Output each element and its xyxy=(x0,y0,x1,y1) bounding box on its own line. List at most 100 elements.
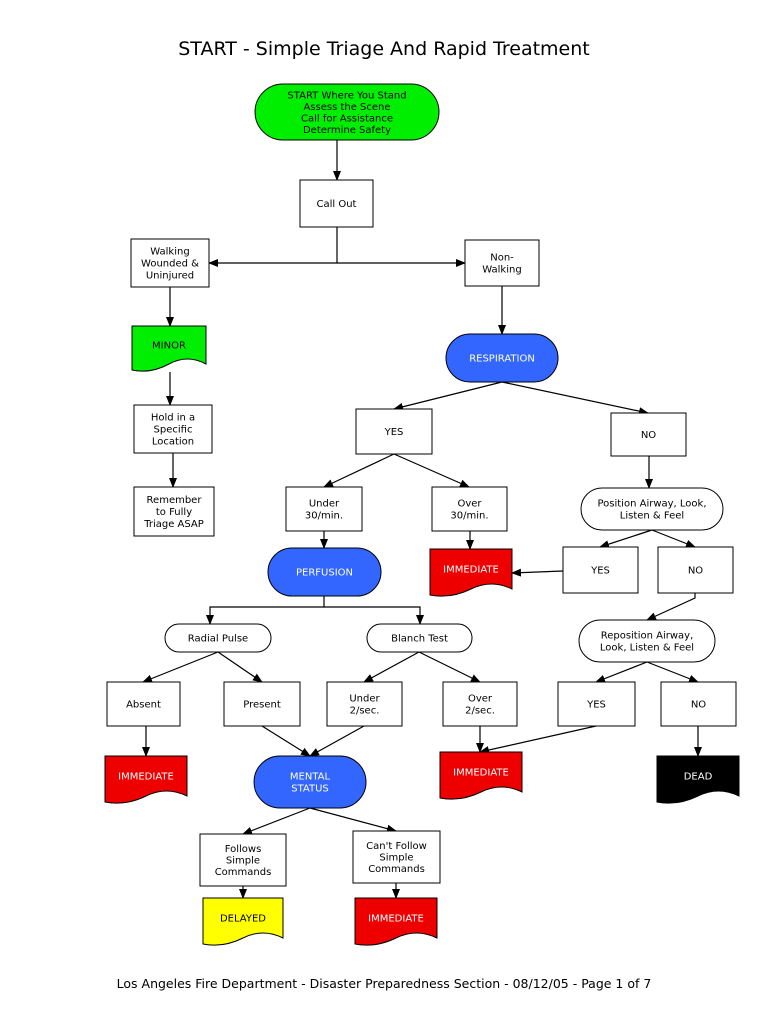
immediate-absent-node: IMMEDIATE xyxy=(104,755,188,804)
mental-status-label: MENTAL xyxy=(290,772,331,783)
hold-label: Specific xyxy=(154,425,193,436)
page-footer: Los Angeles Fire Department - Disaster P… xyxy=(116,976,652,991)
pos-no-node: NO xyxy=(657,546,734,594)
reposition-airway-node: Reposition Airway,Look, Listen & Feel xyxy=(578,619,716,663)
connector-arrow xyxy=(599,529,653,549)
start-label: Determine Safety xyxy=(303,125,391,136)
connector-arrow xyxy=(323,453,395,488)
connector-arrow xyxy=(501,381,649,416)
immediate-over2-node: IMMEDIATE xyxy=(439,751,523,800)
present-node: Present xyxy=(223,681,301,727)
start-label: START Where You Stand xyxy=(287,90,406,101)
call-out-node: Call Out xyxy=(299,179,374,228)
delayed-label: DELAYED xyxy=(220,914,266,925)
immediate-absent-label: IMMEDIATE xyxy=(118,772,174,783)
under30-label: 30/min. xyxy=(305,511,343,522)
follows-label: Commands xyxy=(215,867,272,878)
walking-label: Wounded & xyxy=(141,259,199,270)
connector-arrow xyxy=(651,529,696,548)
dead-label: DEAD xyxy=(684,772,713,783)
immediate-over30-node: IMMEDIATE xyxy=(429,548,513,597)
radial-pulse-node: Radial Pulse xyxy=(164,623,272,653)
call-out-label: Call Out xyxy=(317,199,357,210)
resp-no-node: NO xyxy=(610,412,687,457)
mental-status-label: STATUS xyxy=(291,784,329,795)
walking-label: Walking xyxy=(150,247,189,258)
resp-no-label: NO xyxy=(641,430,656,441)
pos-yes-node: YES xyxy=(562,546,639,594)
respiration-node: RESPIRATION xyxy=(445,333,559,383)
follows-label: Simple xyxy=(226,856,260,867)
position-airway-label: Position Airway, Look, xyxy=(597,499,706,510)
absent-label: Absent xyxy=(126,700,161,711)
walking-label: Uninjured xyxy=(146,271,194,282)
start-label: Call for Assistance xyxy=(301,113,393,124)
dead-node: DEAD xyxy=(656,755,740,804)
non-walking-label: Walking xyxy=(482,265,521,276)
over2-label: 2/sec. xyxy=(465,706,495,717)
respiration-label: RESPIRATION xyxy=(469,354,535,365)
connector-arrow xyxy=(206,596,325,625)
start-label: Assess the Scene xyxy=(303,102,390,113)
immediate-cant-node: IMMEDIATE xyxy=(354,897,438,946)
remember-label: to Fully xyxy=(156,507,192,518)
connector-arrow xyxy=(393,381,503,411)
cant-follow-label: Can't Follow xyxy=(366,841,427,852)
resp-yes-node: YES xyxy=(355,408,433,455)
pos-yes-label: YES xyxy=(590,566,610,577)
connector-arrow xyxy=(646,593,696,621)
follows-label: Follows xyxy=(225,844,262,855)
remember-label: Remember xyxy=(147,495,203,506)
non-walking-label: Non- xyxy=(490,253,514,264)
radial-pulse-label: Radial Pulse xyxy=(188,634,248,645)
repos-yes-label: YES xyxy=(586,700,606,711)
connector-arrow xyxy=(261,725,311,757)
connector-arrow xyxy=(511,568,564,577)
connector-arrow xyxy=(646,661,699,683)
cant-follow-label: Simple xyxy=(379,853,413,864)
hold-label: Location xyxy=(152,437,194,448)
connector-arrow xyxy=(363,651,420,683)
connector-arrow xyxy=(142,651,219,683)
under2-label: Under xyxy=(349,694,380,705)
pos-no-label: NO xyxy=(688,566,703,577)
connector-arrow xyxy=(324,606,424,625)
blanch-test-label: Blanch Test xyxy=(391,634,448,645)
connector-arrow xyxy=(242,807,311,835)
reposition-airway-label: Reposition Airway, xyxy=(601,631,694,642)
position-airway-node: Position Airway, Look,Listen & Feel xyxy=(580,487,724,531)
remember-label: Triage ASAP xyxy=(143,519,204,530)
connector-arrow xyxy=(393,453,470,488)
over2-label: Over xyxy=(468,694,493,705)
cant-follow-label: Commands xyxy=(368,864,425,875)
minor-node: MINOR xyxy=(131,325,207,372)
connector-arrow xyxy=(595,661,648,683)
delayed-node: DELAYED xyxy=(202,897,284,946)
blanch-test-node: Blanch Test xyxy=(366,623,473,653)
over30-label: 30/min. xyxy=(450,511,488,522)
connector-arrow xyxy=(208,227,338,267)
present-label: Present xyxy=(243,700,281,711)
over30-label: Over xyxy=(457,499,482,510)
connector-arrow xyxy=(479,725,597,754)
connector-arrow xyxy=(309,807,397,833)
absent-node: Absent xyxy=(106,681,181,727)
repos-no-node: NO xyxy=(660,681,737,727)
hold-label: Hold in a xyxy=(151,413,195,424)
repos-no-label: NO xyxy=(691,700,706,711)
repos-yes-node: YES xyxy=(557,681,636,727)
under2-label: 2/sec. xyxy=(350,706,380,717)
connector-arrow xyxy=(309,725,365,757)
